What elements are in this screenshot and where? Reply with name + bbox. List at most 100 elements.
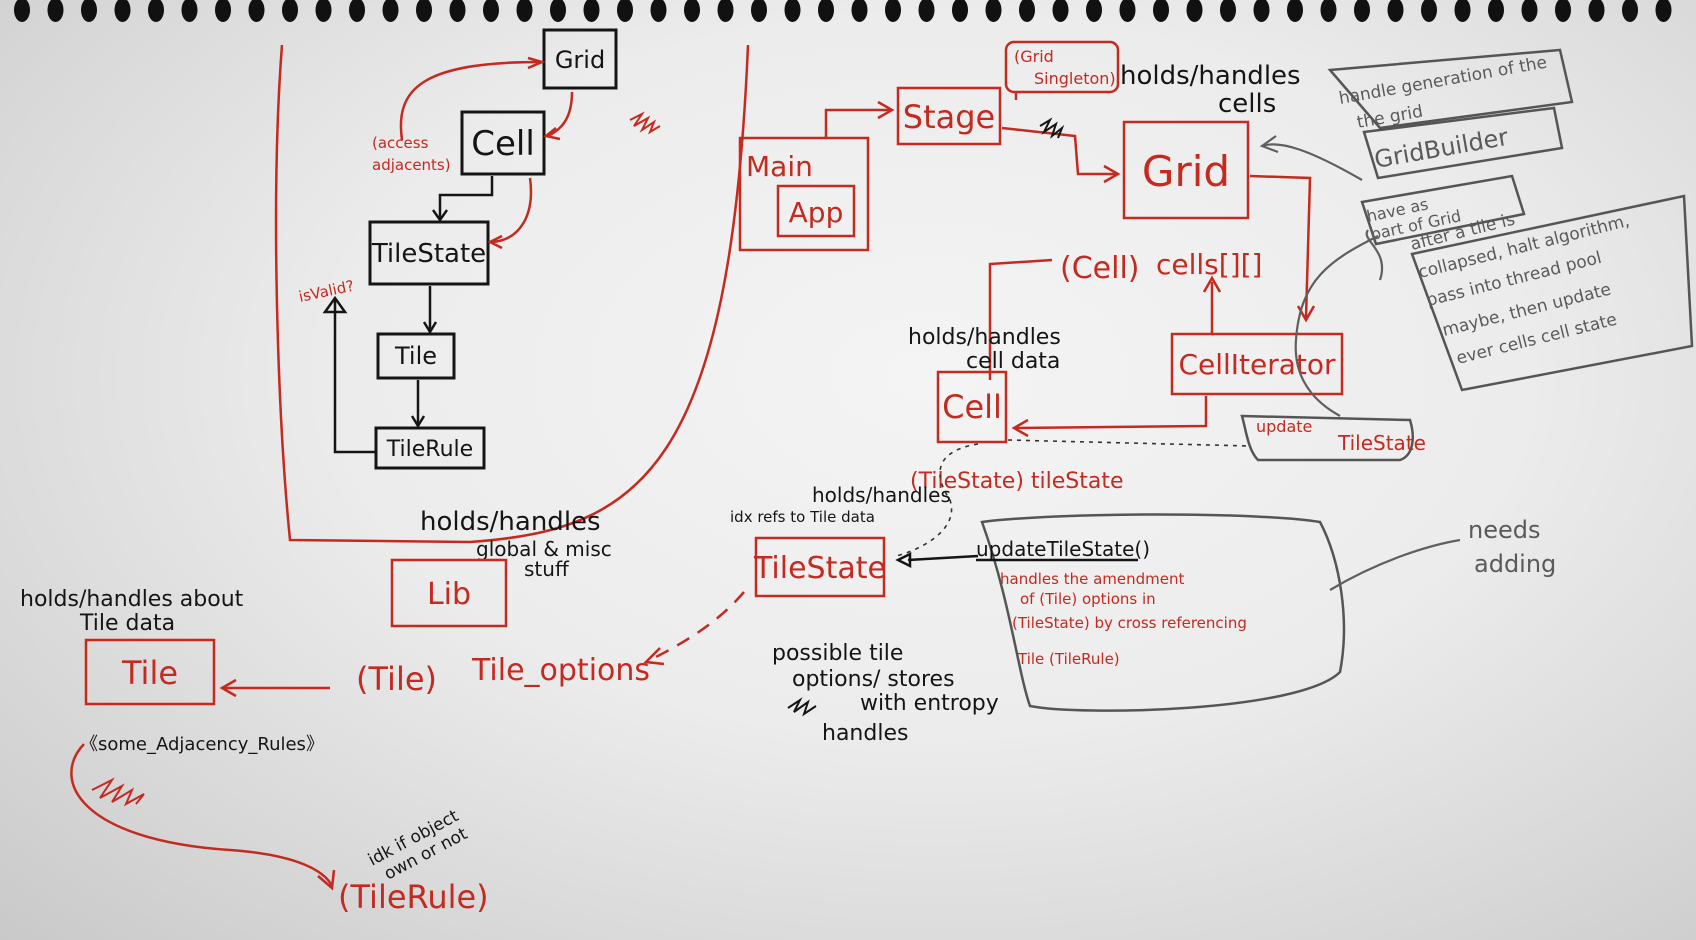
spiral-hole [483,0,499,22]
spiral-hole [114,0,131,22]
spiral-hole [784,0,801,22]
iterator-to-cell-arrow [1015,396,1208,430]
builder-to-update-line [1294,235,1379,417]
spiral-hole [583,0,600,22]
lib-label: Lib [427,577,471,612]
cell-paren-line [988,258,1053,380]
holds-tile-data-2: idx refs to Tile data [730,508,875,526]
spiral-hole [315,0,332,22]
tilestate-box-red [754,536,886,598]
possible-3: with entropy [860,691,999,716]
cell-label-red: Cell [942,388,1002,426]
tilestate-box [368,220,490,286]
spiral-hole [550,0,566,22]
lib-note-2: global & misc [476,537,612,561]
enclosure-line [274,44,750,544]
grid-label-red: Grid [1142,147,1230,196]
possible-2: options/ stores [792,667,955,692]
builder-label: GridBuilder [1372,123,1510,174]
main-to-stage-arrow [824,108,890,138]
spiral-hole [1588,0,1605,22]
update-label-box [1240,414,1414,462]
lib-note-3: stuff [524,557,570,581]
tilerule-paren-label: (TileRule) [338,878,489,916]
spiral-hole [1421,0,1437,22]
spiral-hole [818,0,834,22]
scribble [91,777,145,807]
spiral-hole [382,0,399,22]
holds-cells-1: holds/handles [1120,61,1301,91]
stage-label: Stage [903,98,995,136]
spiral-hole [751,0,767,22]
builder-handle-box [1327,48,1574,130]
update-method-box [980,513,1346,712]
tile-note-1: holds/handles about [20,587,244,612]
tilerule-label: TileRule [386,437,473,462]
tile-options-label: Tile_options [471,653,650,688]
spiral-hole [1454,0,1471,22]
builder-box [1362,106,1564,180]
tilestate-field-label: (TileState) tileState [910,469,1124,494]
needs-label-2: adding [1474,550,1556,578]
spiral-hole [1488,0,1504,22]
update-to-tilestate-arrow [907,554,979,562]
scribble [787,697,817,717]
tile-label-red: Tile [121,654,178,692]
spiral-hole [851,0,868,22]
have-as-box [1360,174,1526,246]
access-label-2: adjacents) [372,156,451,174]
spiral-hole [14,0,30,22]
spiral-hole [1220,0,1236,22]
tile-label: Tile [394,342,437,370]
spiral-binding [14,0,1672,22]
grid-label: Grid [555,46,605,74]
grid-box-red [1122,120,1250,220]
adjacency-to-tilerule-arrow [70,743,334,887]
possible-4: handles [822,721,908,746]
spiral-hole [985,0,1002,22]
grid-singleton-2: Singleton) [1034,69,1116,88]
update-section: updateTileState() handles the amendment … [895,414,1556,712]
builder-to-grid-arrow [1261,143,1363,181]
lib-note-1: holds/handles [420,507,601,537]
tile-box-red [84,638,216,706]
update-method-label: updateTileState() [976,537,1150,561]
spiral-hole [684,0,700,22]
adjacency-label: 《some_Adjacency_Rules》 [80,734,324,755]
main-section: Main App Stage (Grid Singleton) holds/ha… [643,40,1344,746]
spiral-hole [885,0,901,22]
holds-cells-2: cells [1218,89,1276,119]
spiral-hole [215,0,231,22]
main-label: Main [746,150,813,183]
stage-to-grid-arrow [1001,126,1118,176]
grid-singleton-1: (Grid [1014,47,1054,66]
spiral-hole [1555,0,1571,22]
cell-down-line [438,176,494,218]
cell-box-red [936,370,1008,444]
isvalid-label: isValid? [297,277,356,306]
spiral-hole [1253,0,1270,22]
spiral-hole [717,0,734,22]
needs-adding-line [1329,538,1461,591]
spiral-hole [416,0,432,22]
tilestate-label: TileState [371,239,486,269]
lib-section: holds/handles global & misc stuff Lib [390,507,612,628]
update-desc-1: handles the amendment [1000,570,1184,588]
update-desc-3: (TileState) by cross referencing [1012,614,1247,632]
cell-label: Cell [471,124,535,164]
cells-array-label: cells[][] [1156,248,1262,281]
app-label: App [789,196,844,229]
tilestate-label-red: TileState [753,551,886,586]
spiral-hole [650,0,667,22]
access-to-grid-arrow [399,60,541,141]
holds-cell-data-2: cell data [966,349,1060,374]
tilerule-box [374,426,486,470]
spiral-hole [47,0,64,22]
tile-section: holds/handles about Tile data Tile 《some… [20,587,650,916]
spiral-hole [1119,0,1136,22]
cell-to-tilestate-arrow [491,177,533,244]
spiral-hole [1287,0,1303,22]
spiral-hole [918,0,935,22]
spiral-hole [1019,0,1035,22]
spiral-hole [181,0,198,22]
